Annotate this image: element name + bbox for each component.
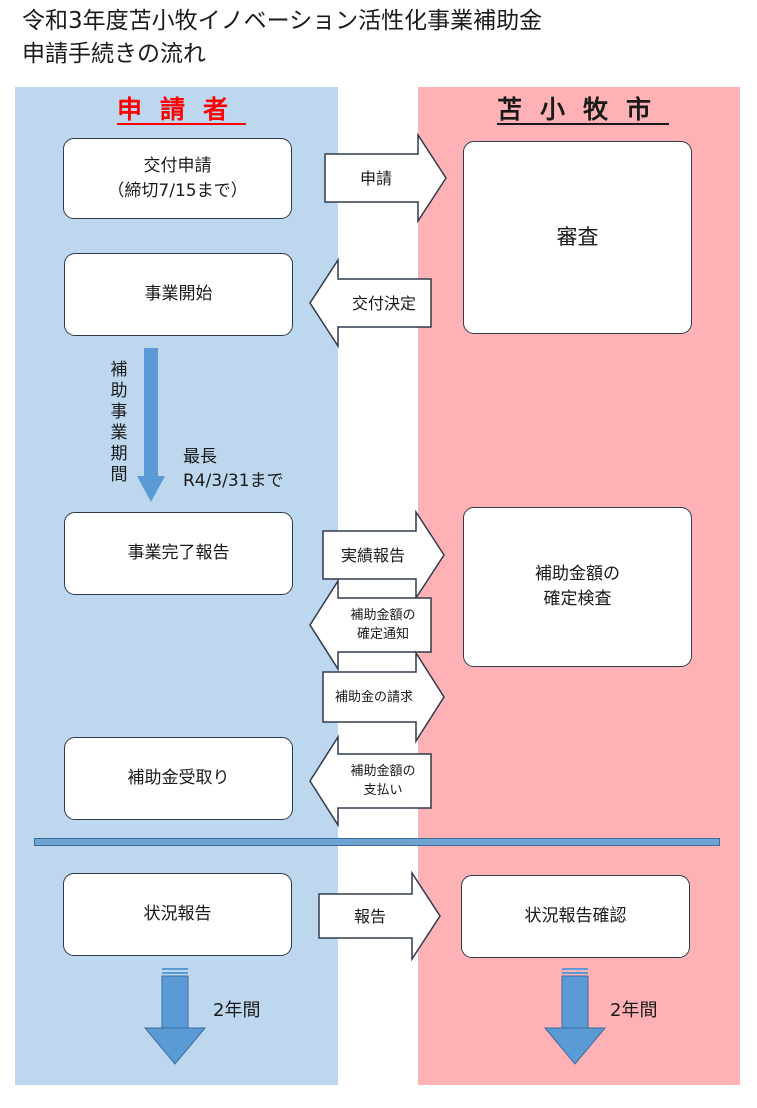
report-arrow	[318, 870, 441, 962]
grant-decision-label: 交付決定	[351, 293, 416, 313]
duration-right-label: 2年間	[610, 1000, 658, 1021]
application-label: 交付申請	[143, 155, 212, 176]
max-period-line2: R4/3/31まで	[183, 471, 284, 491]
review-box: 審査	[463, 141, 692, 334]
max-period-note: 最長 R4/3/31まで	[183, 445, 284, 493]
final-check-label-2: 確定検査	[543, 589, 612, 609]
page-title: 令和3年度苫小牧イノベーション活性化事業補助金	[22, 8, 543, 34]
application-deadline: （締切7/15まで）	[107, 180, 248, 201]
period-label: 補 助 事 業 期 間	[108, 360, 130, 486]
section-divider	[34, 838, 720, 846]
status-check-box: 状況報告確認	[461, 875, 690, 958]
subsidy-claim-label: 補助金の請求	[334, 689, 413, 705]
completion-report-label: 事業完了報告	[127, 543, 230, 563]
period-char: 助	[110, 381, 128, 401]
status-check-label: 状況報告確認	[524, 906, 627, 926]
period-char: 間	[110, 465, 128, 485]
project-start-box: 事業開始	[64, 253, 293, 336]
period-char: 事	[110, 402, 128, 422]
period-char: 補	[110, 360, 128, 380]
max-period-line1: 最長	[183, 447, 217, 467]
amount-notice-line1: 補助金額の	[350, 608, 416, 623]
apply-label: 申請	[359, 168, 392, 188]
payment-line1: 補助金額の	[350, 764, 416, 779]
subsidy-claim-arrow	[322, 650, 445, 744]
duration-left-label: 2年間	[213, 1000, 261, 1021]
city-header: 苫小牧市	[497, 95, 670, 124]
status-report-box: 状況報告	[63, 873, 292, 956]
period-char: 業	[110, 423, 128, 443]
apply-arrow	[324, 132, 447, 224]
completion-report-box: 事業完了報告	[64, 512, 293, 595]
final-check-label-1: 補助金額の	[535, 564, 620, 584]
final-check-box: 補助金額の 確定検査	[463, 507, 692, 667]
page-subtitle: 申請手続きの流れ	[22, 41, 206, 67]
amount-notice-label: 補助金額の 確定通知	[334, 600, 432, 650]
payment-arrow	[309, 734, 432, 828]
review-label: 審査	[556, 225, 599, 249]
duration-arrow-right	[543, 968, 607, 1065]
duration-arrow-left	[143, 968, 207, 1065]
status-report-label: 状況報告	[143, 904, 212, 924]
grant-decision-arrow	[309, 257, 432, 349]
receive-subsidy-box: 補助金受取り	[64, 737, 293, 820]
project-start-label: 事業開始	[144, 284, 213, 304]
results-report-label: 実績報告	[340, 545, 405, 565]
payment-line2: 支払い	[363, 783, 403, 798]
receive-subsidy-label: 補助金受取り	[127, 768, 230, 788]
payment-label: 補助金額の 支払い	[334, 756, 432, 806]
application-box: 交付申請 （締切7/15まで）	[63, 138, 292, 219]
period-arrow	[137, 348, 165, 502]
report-label: 報告	[353, 906, 386, 926]
applicant-header: 申請者	[117, 95, 247, 124]
amount-notice-line2: 確定通知	[356, 627, 409, 642]
period-char: 期	[110, 444, 128, 464]
